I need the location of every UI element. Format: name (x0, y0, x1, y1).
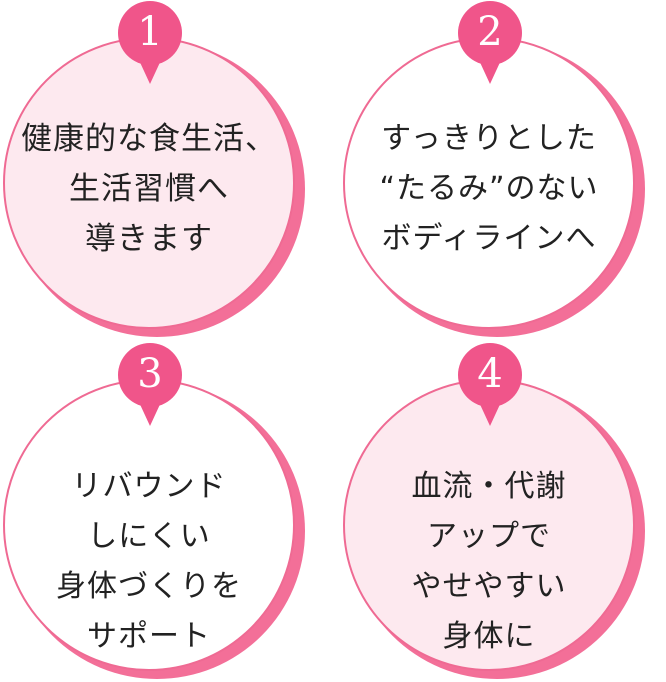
feature-text-line: やせやすい (411, 569, 567, 604)
badge-pin-icon (458, 1, 522, 84)
badge-pin-icon (118, 1, 182, 84)
feature-card-3: 3 リバウンド しにくい 身体づくりを サポート (0, 342, 320, 682)
feature-card-1: 1 健康的な食生活、 生活習慣へ 導きます (0, 0, 320, 340)
feature-text-line: サポート (87, 619, 211, 654)
feature-text-line: 身体づくりを (56, 569, 242, 604)
feature-text-line: 身体に (442, 619, 536, 654)
feature-text-line: ボディラインへ (381, 221, 597, 256)
feature-text-line: “たるみ”のない (379, 171, 599, 206)
feature-text-line: アップで (427, 519, 551, 554)
feature-text: 健康的な食生活、 生活習慣へ 導きます (6, 114, 292, 264)
feature-circle (3, 37, 295, 329)
feature-text-line: 生活習慣へ (69, 171, 229, 207)
feature-card-2: 2 すっきりとした “たるみ”のない ボディラインへ (340, 0, 660, 340)
badge-number: 4 (477, 351, 503, 397)
feature-text-line: リバウンド (71, 469, 227, 504)
number-badge: 3 (117, 342, 183, 428)
feature-text-line: 血流・代謝 (411, 469, 567, 504)
number-badge: 4 (457, 342, 523, 428)
feature-text-line: すっきりとした (381, 121, 597, 156)
feature-circle (343, 379, 635, 671)
number-badge: 2 (457, 0, 523, 86)
feature-text-line: しにくい (87, 519, 211, 554)
number-badge: 1 (117, 0, 183, 86)
feature-text-line: 健康的な食生活、 (21, 121, 277, 157)
feature-text: 血流・代謝 アップで やせやすい 身体に (346, 462, 632, 662)
feature-card-4: 4 血流・代謝 アップで やせやすい 身体に (340, 342, 660, 682)
badge-number: 2 (477, 9, 503, 55)
badge-pin-icon (458, 343, 522, 426)
feature-text: すっきりとした “たるみ”のない ボディラインへ (346, 114, 632, 264)
badge-number: 3 (137, 351, 163, 397)
feature-text: リバウンド しにくい 身体づくりを サポート (6, 462, 292, 662)
feature-text-line: 導きます (85, 221, 213, 257)
feature-circle (343, 37, 635, 329)
badge-pin-icon (118, 343, 182, 426)
badge-number: 1 (137, 9, 163, 55)
